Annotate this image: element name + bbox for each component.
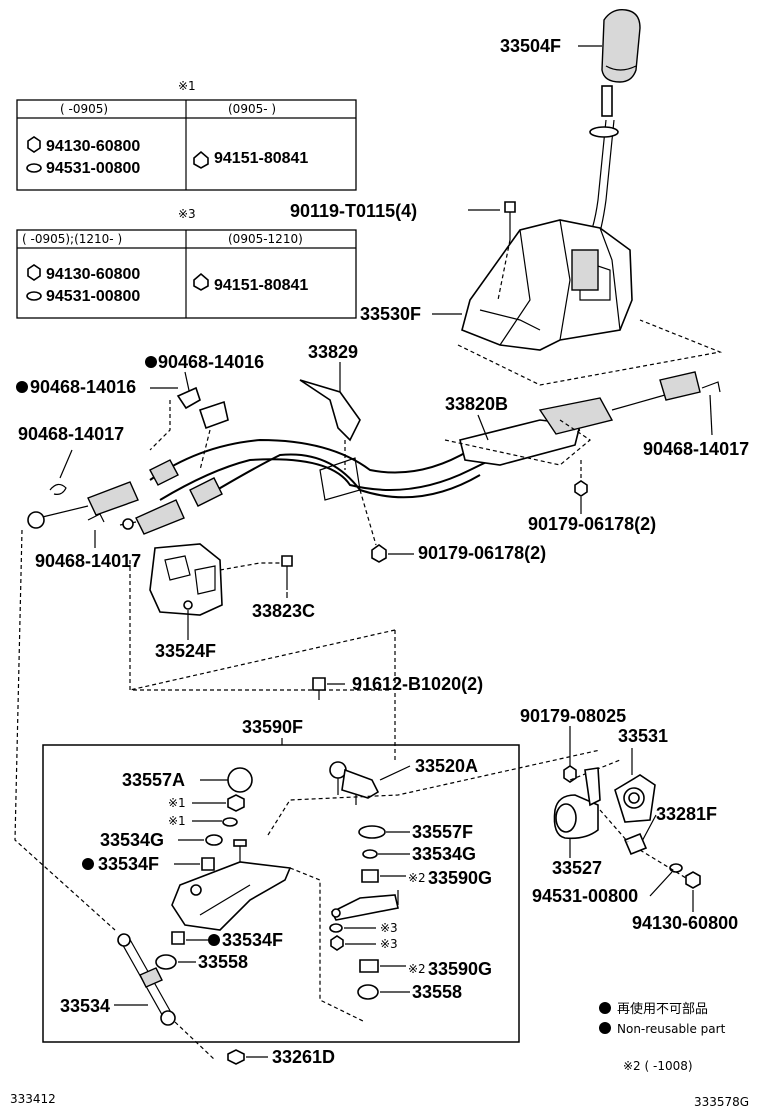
table3-col1-header: ( -0905);(1210- ) <box>22 232 122 246</box>
table3-right-part: 94151-80841 <box>214 277 308 294</box>
table1-left-part-2: 94531-00800 <box>46 160 140 177</box>
table1-right-part: 94151-80841 <box>214 150 308 167</box>
mark-1b: ※1 <box>168 814 186 828</box>
table1-left-part-1: 94130-60800 <box>46 138 140 155</box>
part-33534G-b-label: 33534G <box>412 844 476 864</box>
part-94531-label: 94531-00800 <box>532 886 638 906</box>
table3-col2-header: (0905-1210) <box>228 232 303 246</box>
diagram-code-right: 333578G <box>694 1095 749 1109</box>
bracket-33531-illustration <box>614 774 656 823</box>
table3-grid <box>16 229 357 319</box>
part-33261D-label: 33261D <box>272 1047 335 1067</box>
part-33557A-label: 33557A <box>122 770 185 790</box>
part-33534F-a-label: 33534F <box>98 854 159 874</box>
part-90468-a-label: 90468-14016 <box>158 352 264 372</box>
part-90179-b-label: 90179-06178(2) <box>418 543 546 563</box>
cable-bracket-illustration <box>149 543 223 616</box>
part-33590F-label: 33590F <box>242 717 303 737</box>
nut-icon <box>27 264 41 281</box>
part-33524F-label: 33524F <box>155 641 216 661</box>
bellcrank-33527-illustration <box>553 767 601 840</box>
part-90468-c-label: 90468-14017 <box>18 424 124 444</box>
part-90468-b-label: 90468-14016 <box>30 377 136 397</box>
part-90468-d-label: 90468-14017 <box>643 439 749 459</box>
assembly-33590F-box <box>42 744 520 1043</box>
nut-icon <box>27 136 41 153</box>
mark-2a: ※2 <box>408 871 426 885</box>
washer-icon <box>26 291 42 301</box>
select-lever-illustration <box>330 890 399 921</box>
part-33281F-label: 33281F <box>656 804 717 824</box>
legend-en: Non-reusable part <box>617 1022 726 1036</box>
non-reusable-dot <box>82 858 94 870</box>
shift-knob-illustration <box>583 9 641 253</box>
part-33531-label: 33531 <box>618 726 668 746</box>
legend-dot <box>599 1002 611 1014</box>
shift-lever-plate-illustration <box>171 839 292 931</box>
part-33530F-label: 33530F <box>360 304 421 324</box>
footnote-2: ※2 ( -1008) <box>623 1059 693 1073</box>
bolt-icon <box>281 555 293 590</box>
part-90119-label: 90119-T0115(4) <box>290 201 417 221</box>
part-90179-a-label: 90179-06178(2) <box>528 514 656 534</box>
table1-col2-header: (0905- ) <box>228 102 276 116</box>
washer-icon <box>26 163 42 173</box>
non-reusable-dot <box>16 381 28 393</box>
mark-2b: ※2 <box>408 962 426 976</box>
table1-col1-header: ( -0905) <box>60 102 108 116</box>
table3-left-part-2: 94531-00800 <box>46 288 140 305</box>
bolt-icon <box>312 677 326 700</box>
non-reusable-dot <box>145 356 157 368</box>
flange-nut-icon <box>193 272 209 291</box>
shift-cable-assembly-illustration <box>27 371 701 535</box>
mark-3a: ※3 <box>380 921 398 935</box>
part-33534G-a-label: 33534G <box>100 830 164 850</box>
note1-mark: ※1 <box>178 79 196 93</box>
part-33558-b-label: 33558 <box>412 982 462 1002</box>
part-33823C-label: 33823C <box>252 601 315 621</box>
mark-3b: ※3 <box>380 937 398 951</box>
part-90468-e-label: 90468-14017 <box>35 551 141 571</box>
legend-dot <box>599 1022 611 1034</box>
link-arm-illustration <box>329 761 380 805</box>
note3-mark: ※3 <box>178 207 196 221</box>
part-33820B-label: 33820B <box>445 394 508 414</box>
part-33590G-a-label: 33590G <box>428 868 492 888</box>
table3-left-part-1: 94130-60800 <box>46 266 140 283</box>
nut-icon <box>371 544 387 563</box>
part-33829-label: 33829 <box>308 342 358 362</box>
legend-jp: 再使用不可部品 <box>617 1001 708 1017</box>
part-33534-label: 33534 <box>60 996 110 1016</box>
part-94130-label: 94130-60800 <box>632 913 738 933</box>
part-33520A-label: 33520A <box>415 756 478 776</box>
table1-grid <box>16 99 357 191</box>
part-91612-label: 91612-B1020(2) <box>352 674 483 694</box>
shift-rod-illustration <box>117 933 176 1026</box>
mark-1a: ※1 <box>168 796 186 810</box>
part-33557F-label: 33557F <box>412 822 473 842</box>
shift-lever-housing-illustration <box>461 219 633 351</box>
part-90179-08025-label: 90179-08025 <box>520 706 626 726</box>
part-33534F-b-label: 33534F <box>222 930 283 950</box>
part-33558-a-label: 33558 <box>198 952 248 972</box>
non-reusable-dot <box>208 934 220 946</box>
part-33590G-b-label: 33590G <box>428 959 492 979</box>
part-33504F-label: 33504F <box>500 36 561 56</box>
part-33527-label: 33527 <box>552 858 602 878</box>
diagram-code-left: 333412 <box>10 1092 56 1106</box>
flange-nut-icon <box>193 150 209 169</box>
ball-seat-illustration <box>227 767 253 793</box>
nut-icon <box>574 480 588 497</box>
